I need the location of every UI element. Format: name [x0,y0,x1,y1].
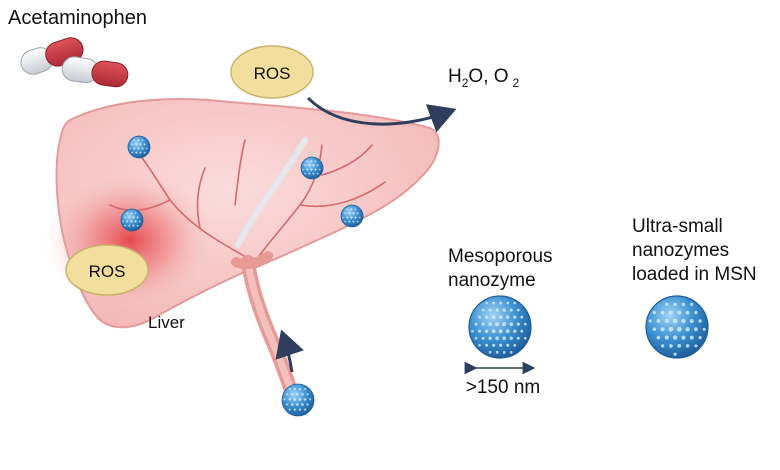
meso-label-1: Mesoporous [448,246,553,267]
meso-label-2: nanozyme [448,270,536,291]
products-sub2: 2 [513,76,520,90]
nanozyme-particle [300,156,324,180]
liver-vessels [109,139,386,263]
pill-icon [20,37,129,88]
ultra-label-2: nanozymes [632,240,729,261]
ultra-label-1: Ultra-small [632,216,723,237]
ros-liver-bubble: ROS [65,244,149,296]
nanozyme-particle [281,383,315,417]
size-label: >150 nm [466,377,540,398]
products-sub: 2 [462,76,469,90]
nanozyme-particle [127,135,151,159]
ros-top-bubble: ROS [230,45,314,99]
drug-label: Acetaminophen [8,7,147,29]
conversion-arrow [306,96,457,133]
nanozyme-particle [120,208,144,232]
mesoporous-nanozyme-sphere [468,295,532,359]
ultra-label-3: loaded in MSN [632,264,757,285]
liver-label: Liver [148,313,185,332]
ros-liver-label: ROS [89,262,126,281]
liver-illustration [45,98,440,395]
ultra-small-nanozyme-sphere [645,295,709,359]
nanozyme-particle [340,204,364,228]
ros-top-label: ROS [254,64,291,83]
products-h: H [448,66,462,87]
uptake-arrow [275,329,304,373]
products-mid: O, O [468,66,508,87]
